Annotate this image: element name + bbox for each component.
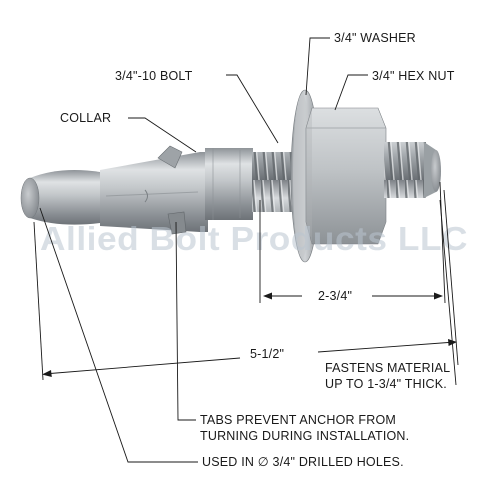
used-in-label: USED IN ∅ 3/4" DRILLED HOLES. [202,455,404,469]
dimension-thread-length: 2-3/4" [318,289,352,303]
bolt-shank [205,148,253,220]
tabs-label-line1: TABS PREVENT ANCHOR FROM [200,413,396,427]
fastens-label-line2: UP TO 1-3/4" THICK. [325,377,447,391]
anchor-drawing [20,89,441,263]
bolt-label: 3/4"-10 BOLT [115,69,193,83]
hex-nut-label: 3/4" HEX NUT [372,69,455,83]
wedge-cone [30,170,112,225]
watermark-text: Allied Bolt Products LLC [40,220,468,257]
fastens-label-line1: FASTENS MATERIAL [325,361,450,375]
threaded-end [384,142,426,198]
collar-clip [100,152,208,232]
collar-label: COLLAR [60,111,111,125]
tabs-label-line2: TURNING DURING INSTALLATION. [200,429,409,443]
collar-tab-bottom [167,211,187,235]
tip-end-face [20,177,40,219]
leader-lines [33,37,459,463]
washer-label: 3/4" WASHER [334,31,416,45]
collar-tab-top [157,145,183,169]
hex-nut [305,107,387,245]
dimension-overall-length: 5-1/2" [250,347,284,361]
